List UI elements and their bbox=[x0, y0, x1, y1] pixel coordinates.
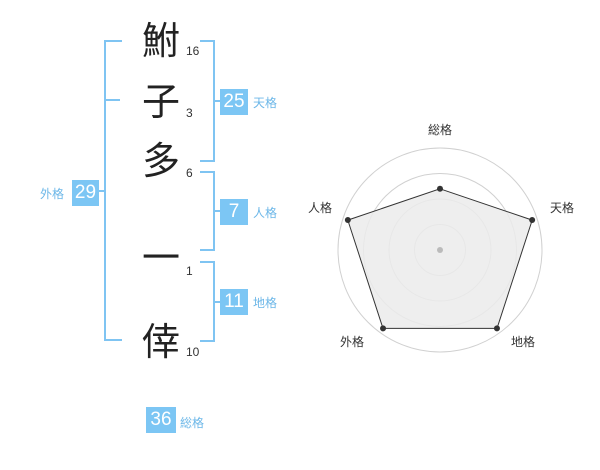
gaikaku-bracket-tick bbox=[106, 99, 120, 101]
radar-axis-label-soukaku: 総格 bbox=[428, 123, 453, 137]
radar-point-3 bbox=[493, 325, 500, 332]
radar-grid-ring bbox=[337, 147, 543, 353]
radar-center-dot bbox=[437, 247, 443, 253]
tenkaku-label: 天格 bbox=[253, 96, 278, 110]
jinkaku-value: 7 bbox=[220, 199, 248, 225]
radar-point-4 bbox=[380, 325, 387, 332]
radar-point-5 bbox=[344, 217, 351, 224]
gaikaku-value: 29 bbox=[72, 180, 99, 206]
jinkaku-label: 人格 bbox=[253, 206, 278, 220]
radar-axis-label-jinkaku: 人格 bbox=[308, 201, 333, 215]
chikaku-value: 11 bbox=[220, 289, 248, 315]
radar-point-1 bbox=[437, 185, 443, 192]
radar-value-polygon bbox=[347, 188, 533, 329]
chikaku-bracket-connector bbox=[213, 301, 220, 303]
jinkaku-bracket-connector bbox=[213, 210, 220, 212]
tenkaku-value: 25 bbox=[220, 89, 248, 115]
stroke-count-5: 10 bbox=[186, 345, 200, 359]
gaikaku-bracket bbox=[104, 40, 122, 341]
soukaku-label: 総格 bbox=[180, 416, 205, 430]
radar-point-2 bbox=[529, 217, 536, 224]
tenkaku-bracket-connector bbox=[213, 100, 220, 102]
radar-axis-label-gaikaku: 外格 bbox=[340, 335, 365, 349]
stroke-count-3: 6 bbox=[186, 166, 193, 180]
gaikaku-bracket-connector bbox=[98, 190, 105, 192]
name-char-4: 一 bbox=[141, 236, 180, 280]
name-char-2: 子 bbox=[141, 80, 180, 124]
radar-axis-label-tenkaku: 天格 bbox=[550, 201, 575, 215]
soukaku-value: 36 bbox=[146, 407, 176, 433]
radar-axis-label-chikaku: 地格 bbox=[511, 335, 536, 349]
chikaku-label: 地格 bbox=[253, 296, 278, 310]
name-char-1: 鮒 bbox=[141, 19, 180, 63]
stroke-count-4: 1 bbox=[186, 264, 193, 278]
stroke-count-1: 16 bbox=[186, 44, 200, 58]
name-char-5: 倖 bbox=[141, 320, 180, 364]
gaikaku-label: 外格 bbox=[40, 187, 65, 201]
stroke-count-2: 3 bbox=[186, 106, 193, 120]
name-char-3: 多 bbox=[141, 139, 180, 183]
